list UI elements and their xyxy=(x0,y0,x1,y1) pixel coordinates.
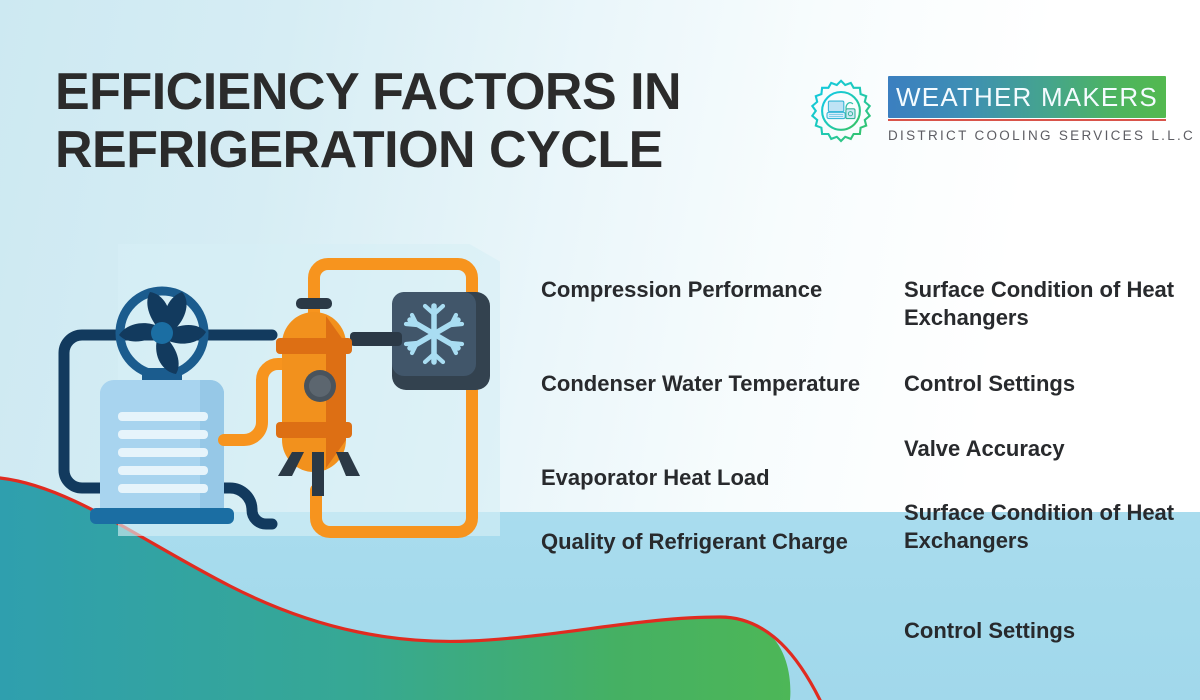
vessel-top-collar xyxy=(296,298,332,309)
factor-item: Valve Accuracy xyxy=(904,436,1065,461)
page-title: EFFICIENCY FACTORS IN REFRIGERATION CYCL… xyxy=(55,63,682,180)
logo-banner: WEATHER MAKERS xyxy=(888,76,1166,118)
logo-company-name: WEATHER MAKERS xyxy=(896,81,1158,112)
evaporator-snowflake-box xyxy=(350,292,490,390)
factor-item: Condenser Water Temperature xyxy=(541,371,861,396)
logo-wordmark: WEATHER MAKERS DISTRICT COOLING SERVICES… xyxy=(888,76,1196,143)
logo-tagline: DISTRICT COOLING SERVICES L.L.C xyxy=(888,128,1196,143)
factor-item: Quality of Refrigerant Charge xyxy=(541,529,848,554)
factor-item: Compression Performance xyxy=(541,277,823,302)
factor-item: Control Settings xyxy=(904,371,1076,396)
snowflake-icon xyxy=(403,303,465,365)
gear-ac-unit-icon xyxy=(810,79,872,143)
company-logo: WEATHER MAKERS DISTRICT COOLING SERVICES… xyxy=(806,76,1196,168)
orange-receiver-vessel xyxy=(276,298,360,496)
logo-underline-rule xyxy=(888,119,1166,121)
orange-pipe-loop xyxy=(308,258,478,538)
vessel-band-top xyxy=(276,338,352,354)
condenser-fins xyxy=(118,412,208,493)
orange-connector-pipe xyxy=(218,358,298,446)
factor-item: Control Settings xyxy=(904,618,1076,643)
evaporator-inlet-pipe xyxy=(350,332,402,346)
refrigeration-cycle-illustration xyxy=(58,258,490,538)
navy-pipe-loop xyxy=(58,329,278,530)
condenser-base xyxy=(90,508,234,524)
vessel-legs xyxy=(278,452,360,476)
factor-item: Surface Condition of Heat Exchangers xyxy=(904,500,1175,554)
factor-item: Evaporator Heat Load xyxy=(541,465,770,490)
vessel-band-bottom xyxy=(276,422,352,438)
factor-item: Surface Condition of Heat Exchangers xyxy=(904,277,1175,331)
condenser-fan-unit xyxy=(90,286,234,524)
vessel-drain-pipe xyxy=(312,452,324,496)
